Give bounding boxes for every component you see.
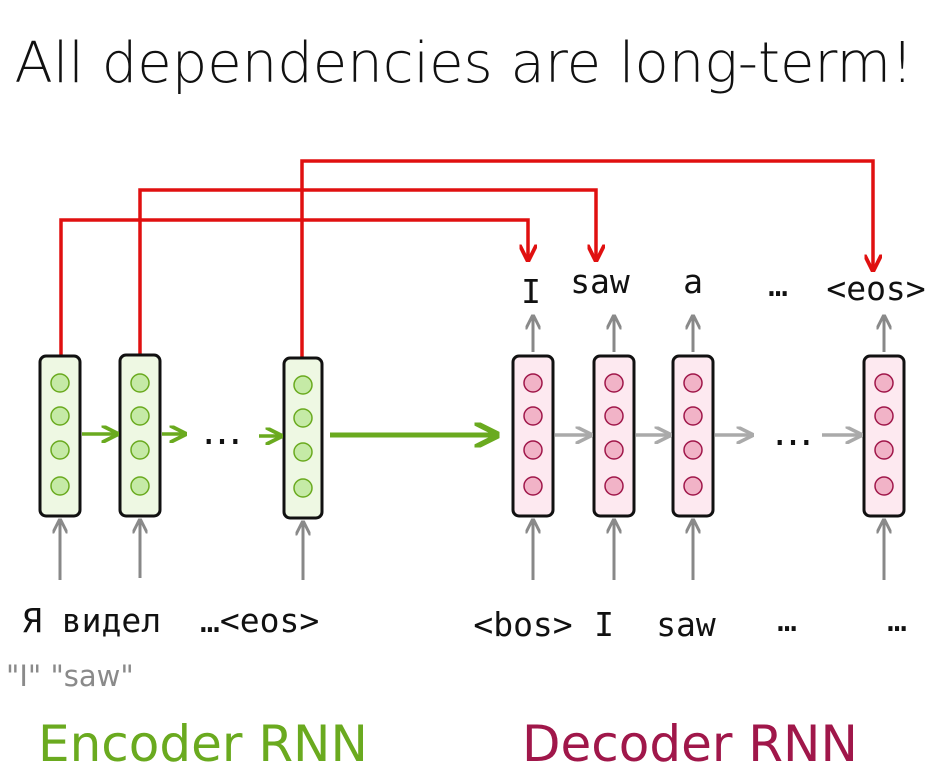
decoder-cell — [862, 354, 906, 518]
decoder-output-token: … — [768, 265, 788, 304]
encoder-cell — [282, 356, 324, 520]
encoder-input-gloss: "I" "saw" — [6, 659, 134, 693]
decoder-input-token: … — [777, 600, 797, 639]
decoder-cell — [511, 354, 555, 518]
decoder-input-token: … — [887, 600, 907, 639]
dependency-arrow-icon — [59, 218, 528, 358]
decoder-input-token: saw — [656, 605, 716, 644]
encoder-input-token: …<eos> — [200, 601, 319, 640]
decoder-ellipsis: … — [773, 409, 813, 455]
decoder-input-token: <bos> — [473, 605, 572, 644]
decoder-output-tokens: I saw a … <eos> — [521, 262, 926, 311]
encoder-input-tokens: Я видел …<eos> "I" "saw" — [6, 601, 319, 693]
decoder-cell — [592, 354, 636, 518]
encoder-cell — [118, 353, 162, 518]
decoder-group: … — [511, 316, 906, 580]
decoder-output-token: <eos> — [826, 269, 925, 308]
dependency-arrows — [59, 159, 873, 358]
encoder-group: … — [38, 353, 497, 580]
decoder-output-token: saw — [570, 262, 630, 301]
encoder-input-token: Я видел — [22, 601, 161, 640]
encoder-label: Encoder RNN — [38, 715, 368, 773]
decoder-output-token: a — [683, 262, 703, 301]
dependency-arrow-icon — [300, 159, 873, 358]
encoder-cell — [38, 354, 82, 518]
decoder-output-token: I — [521, 272, 541, 311]
decoder-input-token: I — [594, 605, 614, 644]
decoder-label: Decoder RNN — [522, 715, 858, 773]
encoder-ellipsis: … — [202, 408, 242, 454]
decoder-input-tokens: <bos> I saw … … — [473, 600, 907, 644]
decoder-cell — [671, 354, 715, 518]
page-title: All dependencies are long-term! — [15, 31, 914, 96]
dependency-arrow-icon — [138, 188, 596, 355]
